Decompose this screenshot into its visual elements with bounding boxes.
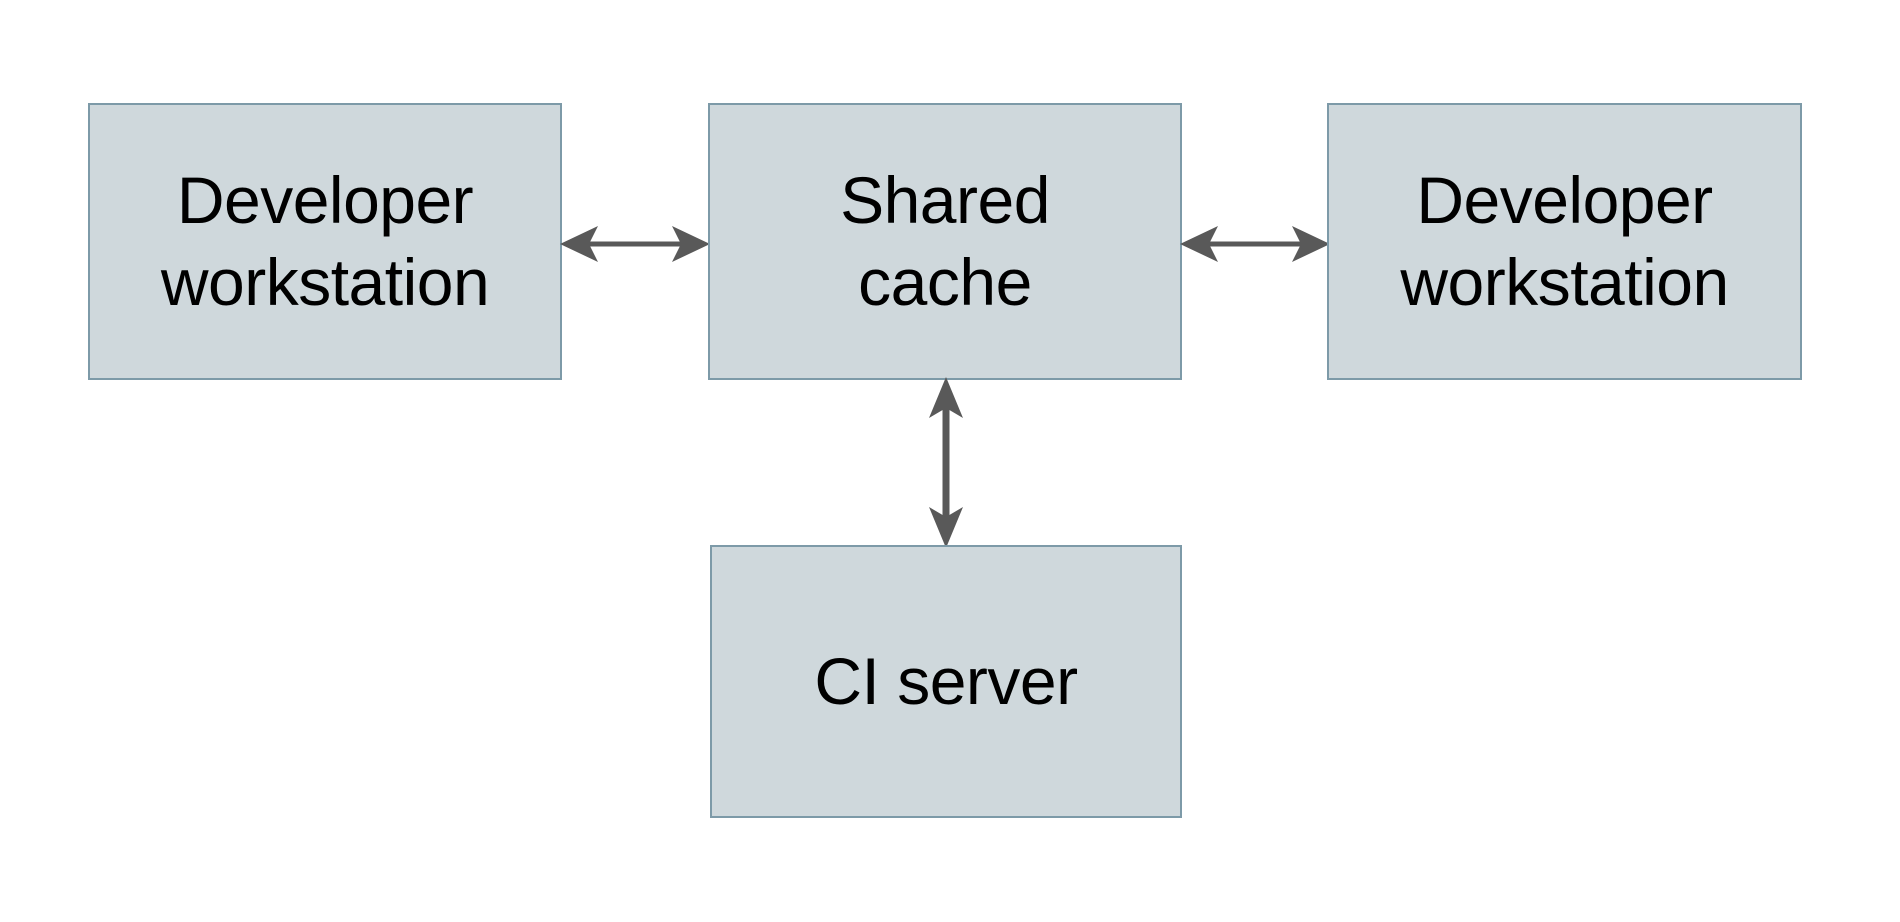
bidirectional-arrow-icon (929, 377, 963, 548)
bidirectional-arrow-icon (1180, 226, 1330, 262)
node-label: Shared cache (840, 162, 1050, 319)
bidirectional-arrow-icon (560, 226, 710, 262)
node-developer-workstation-left[interactable]: Developer workstation (88, 103, 562, 380)
node-label: Developer workstation (1400, 162, 1729, 319)
edge-shared-cache-to-developer-right (1176, 213, 1334, 275)
node-label: Developer workstation (160, 162, 490, 319)
edge-developer-left-to-shared-cache (556, 213, 714, 275)
node-shared-cache[interactable]: Shared cache (708, 103, 1182, 380)
node-ci-server[interactable]: CI server (710, 545, 1182, 818)
node-label: CI server (814, 643, 1078, 718)
node-developer-workstation-right[interactable]: Developer workstation (1327, 103, 1802, 380)
edge-shared-cache-to-ci-server (915, 374, 977, 551)
